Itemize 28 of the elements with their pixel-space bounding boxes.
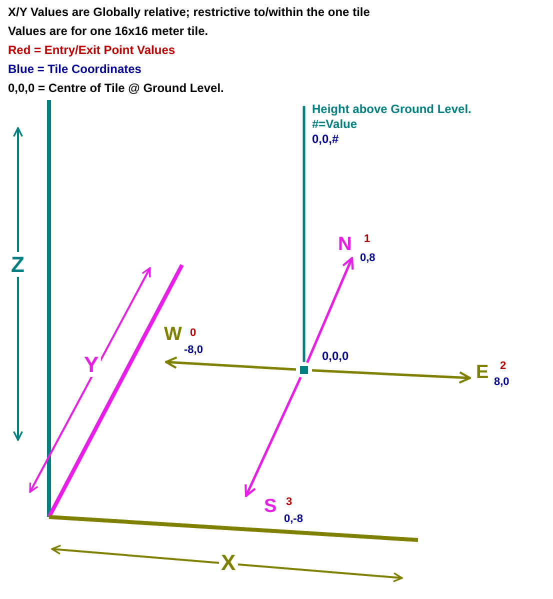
note-text: X/Y Values are Globally relative; restrictive to/within the one tile [8,6,370,20]
note-text: #=Value [312,118,358,132]
coordinate-label: 0,0,# [312,133,339,147]
coordinate-label: 0,0,0 [322,350,349,364]
origin-marker [300,366,308,374]
direction-letter: S [264,496,277,518]
arrow [306,256,354,364]
legend-text: Blue = Tile Coordinates [8,63,142,77]
entry-number: 3 [286,496,292,509]
direction-letter: W [164,324,182,346]
note-text: Values are for one 16x16 meter tile. [8,25,208,39]
arrow [312,369,472,384]
direction-letter: N [338,234,352,256]
direction-letter: E [476,362,489,384]
entry-number: 1 [364,233,370,246]
coordinate-label: 8,0 [494,376,510,389]
coordinate-label: 0,8 [360,252,376,265]
entry-number: 0 [190,327,196,340]
arrow [244,376,302,498]
coordinate-label: -8,0 [184,344,203,357]
axis-label: Z [9,252,26,278]
heading-text: Height above Ground Level. [312,103,472,117]
legend-text: Red = Entry/Exit Point Values [8,44,176,58]
coordinate-label: 0,-8 [284,513,303,526]
arrow [164,356,296,371]
note-text: 0,0,0 = Centre of Tile @ Ground Level. [8,82,224,96]
connector-line [302,106,306,362]
entry-number: 2 [500,360,506,373]
